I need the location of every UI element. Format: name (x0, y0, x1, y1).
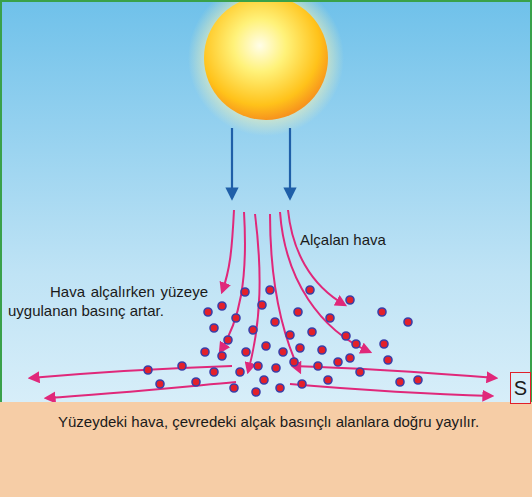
air-molecule (236, 368, 244, 376)
air-molecule (271, 318, 279, 326)
sun (204, 0, 328, 120)
air-molecule (290, 358, 298, 366)
air-molecule (318, 346, 326, 354)
air-molecule (342, 332, 350, 340)
air-molecule (252, 388, 260, 396)
air-molecule (384, 356, 392, 364)
air-molecule (249, 326, 257, 334)
air-molecule (230, 384, 238, 392)
sinking-air-arrow (289, 128, 291, 198)
air-molecule (380, 340, 388, 348)
air-molecule (298, 380, 306, 388)
caption-text: Yüzeydeki hava, çevredeki alçak basınçlı… (34, 412, 498, 432)
air-molecule (296, 344, 304, 352)
air-molecule (241, 288, 249, 296)
spreading-air-arrow (222, 210, 234, 292)
spreading-air-arrow (46, 382, 236, 398)
air-molecule (326, 314, 334, 322)
air-molecule (272, 364, 280, 372)
arrow-label: Alçalan hava (300, 230, 386, 249)
air-molecule (346, 354, 354, 362)
spreading-air-arrow (290, 384, 492, 396)
air-molecule (352, 340, 360, 348)
air-molecule (254, 362, 262, 370)
air-molecule (279, 348, 287, 356)
air-molecule (324, 376, 332, 384)
air-molecule (404, 318, 412, 326)
page-marker-box: S (510, 372, 531, 404)
air-molecule (204, 308, 212, 316)
air-molecule (266, 286, 274, 294)
air-molecule (356, 368, 364, 376)
air-molecule (201, 348, 209, 356)
air-molecule (260, 376, 268, 384)
air-molecule (156, 380, 164, 388)
air-molecule (258, 301, 266, 309)
air-molecule (306, 286, 314, 294)
spreading-air-arrow (288, 210, 345, 305)
air-molecule (218, 352, 226, 360)
info-band: Yüzeydeki hava, çevredeki alçak basınçlı… (0, 402, 532, 497)
air-molecule (308, 328, 316, 336)
spreading-air-arrow (292, 366, 496, 378)
spreading-air-arrow (220, 212, 245, 352)
air-molecule (294, 308, 302, 316)
spreading-air-arrow (248, 214, 260, 372)
air-molecule (314, 362, 322, 370)
air-molecule (346, 296, 354, 304)
air-molecule (224, 336, 232, 344)
air-molecule (192, 378, 200, 386)
air-molecule (210, 368, 218, 376)
air-molecule (334, 358, 342, 366)
air-molecule (144, 366, 152, 374)
air-molecule (232, 314, 240, 322)
air-molecule (178, 362, 186, 370)
sun-glow (188, 0, 344, 136)
air-molecule (262, 342, 270, 350)
air-molecule (286, 331, 294, 339)
sinking-air-arrow (231, 128, 233, 198)
spreading-air-arrow (30, 366, 232, 378)
marker-letter: S (514, 375, 527, 401)
air-molecule (276, 384, 284, 392)
air-molecule (218, 302, 226, 310)
air-molecule (210, 324, 218, 332)
note-text: Hava alçalırken yüzeye uygulanan basınç … (8, 282, 208, 320)
air-molecule (242, 348, 250, 356)
air-molecule (378, 308, 386, 316)
air-molecule (414, 376, 422, 384)
air-molecule (396, 378, 404, 386)
